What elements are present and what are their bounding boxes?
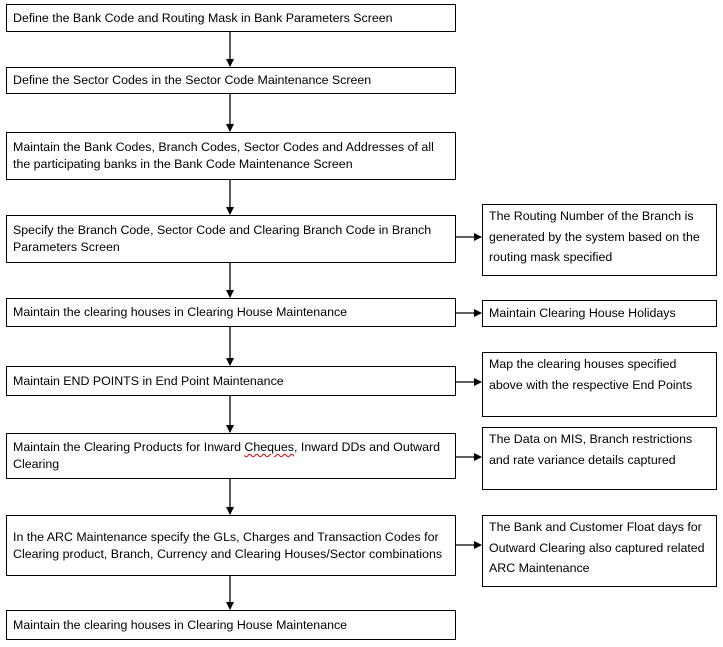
step-clearing-houses: Maintain the clearing houses in Clearing… bbox=[6, 298, 456, 327]
spellcheck-flagged-word: Cheques bbox=[244, 440, 295, 454]
step-text: Maintain the Clearing Products for Inwar… bbox=[13, 439, 449, 473]
step-clearing-products: Maintain the Clearing Products for Inwar… bbox=[6, 433, 456, 479]
step-text-part: Maintain the Clearing Products for Inwar… bbox=[13, 440, 245, 454]
note-text: The Data on MIS, Branch restrictions and… bbox=[489, 432, 693, 467]
note-text: Maintain Clearing House Holidays bbox=[489, 306, 676, 321]
step-text: Define the Sector Codes in the Sector Co… bbox=[13, 73, 372, 87]
step-arc-maintenance: In the ARC Maintenance specify the GLs, … bbox=[6, 515, 456, 576]
step-sector-codes: Define the Sector Codes in the Sector Co… bbox=[6, 67, 456, 94]
note-routing-number: The Routing Number of the Branch is gene… bbox=[482, 204, 717, 276]
step-branch-parameters: Specify the Branch Code, Sector Code and… bbox=[6, 215, 456, 263]
step-text: In the ARC Maintenance specify the GLs, … bbox=[13, 529, 443, 561]
step-text: Define the Bank Code and Routing Mask in… bbox=[13, 10, 393, 25]
step-text: Maintain END POINTS in End Point Mainten… bbox=[13, 373, 284, 388]
step-bank-code-maintenance: Maintain the Bank Codes, Branch Codes, S… bbox=[6, 132, 456, 180]
note-float-days: The Bank and Customer Float days for Out… bbox=[482, 515, 717, 587]
note-clearing-house-holidays: Maintain Clearing House Holidays bbox=[482, 300, 717, 327]
step-bank-parameters: Define the Bank Code and Routing Mask in… bbox=[6, 4, 456, 32]
step-text: Maintain the clearing houses in Clearing… bbox=[13, 305, 348, 319]
note-text: The Routing Number of the Branch is gene… bbox=[489, 209, 700, 264]
note-mis-data: The Data on MIS, Branch restrictions and… bbox=[482, 427, 717, 490]
step-text: Specify the Branch Code, Sector Code and… bbox=[13, 223, 432, 254]
step-text: Maintain the clearing houses in Clearing… bbox=[13, 617, 348, 632]
note-text: Map the clearing houses specified above … bbox=[489, 357, 693, 392]
step-text-part: , Inward DDs and Outward Clearing bbox=[13, 440, 441, 471]
step-clearing-houses-final: Maintain the clearing houses in Clearing… bbox=[6, 610, 456, 640]
note-map-end-points: Map the clearing houses specified above … bbox=[482, 352, 717, 417]
note-text: The Bank and Customer Float days for Out… bbox=[489, 520, 705, 575]
step-text: Maintain the Bank Codes, Branch Codes, S… bbox=[13, 140, 434, 171]
step-end-points: Maintain END POINTS in End Point Mainten… bbox=[6, 366, 456, 396]
